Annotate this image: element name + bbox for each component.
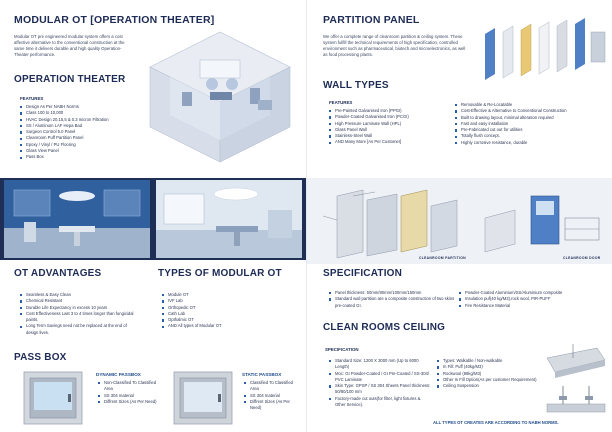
list-item: Durable Life Expectancy in excess 10 yea… — [20, 305, 138, 311]
list-item: Chemical Resistant — [20, 298, 138, 304]
list-item: HVAC Design 20,15,5 & 0.3 micron Filtrat… — [20, 117, 109, 123]
list-item: Rockwool (96kg/M3) — [437, 371, 537, 377]
ceiling-suspension-image — [543, 386, 609, 416]
list-item: Fast and easy installation — [455, 121, 567, 127]
list-item: Seamless & Easy Clean — [20, 292, 138, 298]
ceiling-spec-heading: SPECIFICATION — [325, 347, 359, 352]
list-item: Cath Lab — [162, 311, 222, 317]
ot-features-heading: FEATURES — [20, 96, 44, 101]
list-item: Long Term Savings need not be replaced a… — [20, 323, 138, 336]
left-page: MODULAR OT [OPERATION THEATER] Modular O… — [0, 14, 306, 426]
list-item: Powder-Coated Aluminium/SS/Aluminium com… — [459, 290, 562, 296]
right-page: PARTITION PANEL We offer a complete rang… — [306, 0, 612, 432]
static-passbox-image — [170, 370, 236, 426]
ot-photo-2 — [156, 180, 302, 258]
list-item: IVF Lab — [162, 298, 222, 304]
list-item: Panel thickness: 50mm/80mm/100mm/150mm — [329, 290, 455, 296]
modular-ot-description: Modular OT pre engineered modular system… — [14, 34, 125, 57]
nabh-note: ALL TYPES OT CREATES ARE ACCORDING TO NA… — [433, 420, 559, 425]
static-passbox-list: Classified To Classified Area SS 304 mat… — [244, 380, 302, 411]
list-item: Pre-Painted Galvanised Iron (PPGI) — [329, 108, 409, 114]
list-item: Built to drawing layout, minimal alterat… — [455, 115, 567, 121]
ceiling-panel-image — [543, 344, 609, 386]
ceiling-title: CLEAN ROOMS CEILING — [323, 322, 446, 333]
list-item: AND Many More [As Per Customer] — [329, 139, 409, 145]
list-item: Other In Fill Option(As per customer Req… — [437, 377, 537, 383]
list-item: Skin Type: GPSP / SS 304 Sheets Panel th… — [329, 383, 431, 396]
operation-theater-render — [140, 22, 300, 172]
list-item: Stainless-Steel Wall — [329, 133, 409, 139]
list-item: Glass Panel Wall — [329, 127, 409, 133]
partition-section-drawing — [317, 186, 467, 258]
partition-panel-title: PARTITION PANEL — [323, 14, 420, 26]
wall-features-col1: Pre-Painted Galvanised Iron (PPGI) Powde… — [329, 108, 409, 146]
modular-ot-title: MODULAR OT [OPERATION THEATER] — [14, 14, 215, 26]
list-item: Surgeon Control 5.0 Panel — [20, 129, 109, 135]
dynamic-passbox-list: Non-Classified To Classified Area SS 304… — [98, 380, 160, 405]
list-item: Class 100 to 10,000 — [20, 110, 109, 116]
ceiling-spec-col2: Types: Walkable / Non-walkable In Fill: … — [437, 358, 537, 389]
types-of-ot-list: Module OT IVF Lab Orthopedic OT Cath Lab… — [162, 292, 222, 330]
list-item: Classified To Classified Area — [244, 380, 302, 393]
list-item: SS 304 material — [98, 393, 160, 399]
pass-box-title: PASS BOX — [14, 352, 67, 363]
list-item: Standard wall partition are a composite … — [329, 296, 455, 309]
specification-col1: Panel thickness: 50mm/80mm/100mm/150mm S… — [329, 290, 455, 309]
list-item: High Pressure Laminate Wall (HPL) — [329, 121, 409, 127]
list-item: Glass View Panel — [20, 148, 109, 154]
list-item: Ceiling Suspension — [437, 383, 537, 389]
cleanroom-door-drawing — [475, 188, 605, 256]
list-item: Orthopedic OT — [162, 305, 222, 311]
ot-advantages-title: OT ADVANTAGES — [14, 268, 102, 279]
ot-advantages-list: Seamless & Easy Clean Chemical Resistant… — [20, 292, 138, 336]
list-item: Standard Size: 1200 X 3000 mm (Up to 600… — [329, 358, 431, 371]
wall-features-col2: Removable & Re-Locatable Cost-Effective … — [455, 102, 567, 146]
list-item: Cost-Effective & Alternative to Conventi… — [455, 108, 567, 114]
operation-theater-title: OPERATION THEATER — [14, 74, 126, 85]
list-item: In Fill: Puff (40kg/M3) — [437, 364, 537, 370]
list-item: Insulation puf(40 kg/M3),rock wool, PIR-… — [459, 296, 562, 302]
list-item: Diffrent Sizes (As Per Need) — [244, 399, 302, 412]
list-item: Fire Resistance Material — [459, 303, 562, 309]
list-item: Powder-Coated Galvanised Iron (PCGI) — [329, 114, 409, 120]
list-item: SS / Aluminum LAF Hepa Bad — [20, 123, 109, 129]
static-passbox-title: STATIC PASSBOX — [242, 372, 282, 377]
ceiling-spec-col1: Standard Size: 1200 X 3000 mm (Up to 600… — [329, 358, 431, 408]
list-item: Totally flush concept. — [455, 133, 567, 139]
dynamic-passbox-image — [20, 370, 86, 426]
list-item: Removable & Re-Locatable — [455, 102, 567, 108]
list-item: Cleanroom Puff Partition Panel — [20, 135, 109, 141]
specification-col2: Powder-Coated Aluminium/SS/Aluminium com… — [459, 290, 562, 309]
dynamic-passbox-title: DYNAMIC PASSBOX — [96, 372, 141, 377]
list-item: Moc: GI Powder-Coated / GI Pre-Coated / … — [329, 371, 431, 384]
list-item: Design As Per NABH Norms — [20, 104, 109, 110]
list-item: AND All types of Modular OT — [162, 323, 222, 329]
list-item: Module OT — [162, 292, 222, 298]
partition-panel-description: We offer a complete range of cleanroom p… — [323, 34, 466, 57]
cleanroom-partition-caption: CLEANROOM PARTITION — [419, 256, 466, 260]
specification-title: SPECIFICATION — [323, 268, 403, 279]
cleanroom-door-caption: CLEANROOM DOOR — [563, 256, 601, 260]
list-item: Pre-Fabricated cut out for utilities — [455, 127, 567, 133]
list-item: Opthalmic OT — [162, 317, 222, 323]
wall-features-heading: FEATURES — [329, 100, 353, 105]
list-item: Diffrent Sizes (As Per Need) — [98, 399, 160, 405]
ot-photo-1 — [4, 180, 150, 258]
list-item: Cost Effectiveness Last 3 to 4 times lon… — [20, 311, 138, 324]
list-item: Non-Classified To Classified Area — [98, 380, 160, 393]
ot-features-list: Design As Per NABH Norms Class 100 to 10… — [20, 104, 109, 161]
list-item: SS 304 material — [244, 393, 302, 399]
list-item: Types: Walkable / Non-walkable — [437, 358, 537, 364]
list-item: Factory-made cut outs(for filter, light … — [329, 396, 431, 409]
list-item: Pass Box — [20, 154, 109, 160]
list-item: Epoxy / Vinyl / PU Flooring — [20, 142, 109, 148]
types-of-ot-title: TYPES OF MODULAR OT — [158, 268, 282, 279]
wall-types-title: WALL TYPES — [323, 80, 389, 91]
list-item: Highly corrosive resistance, durable — [455, 140, 567, 146]
panel-layer-diagram — [475, 14, 609, 84]
